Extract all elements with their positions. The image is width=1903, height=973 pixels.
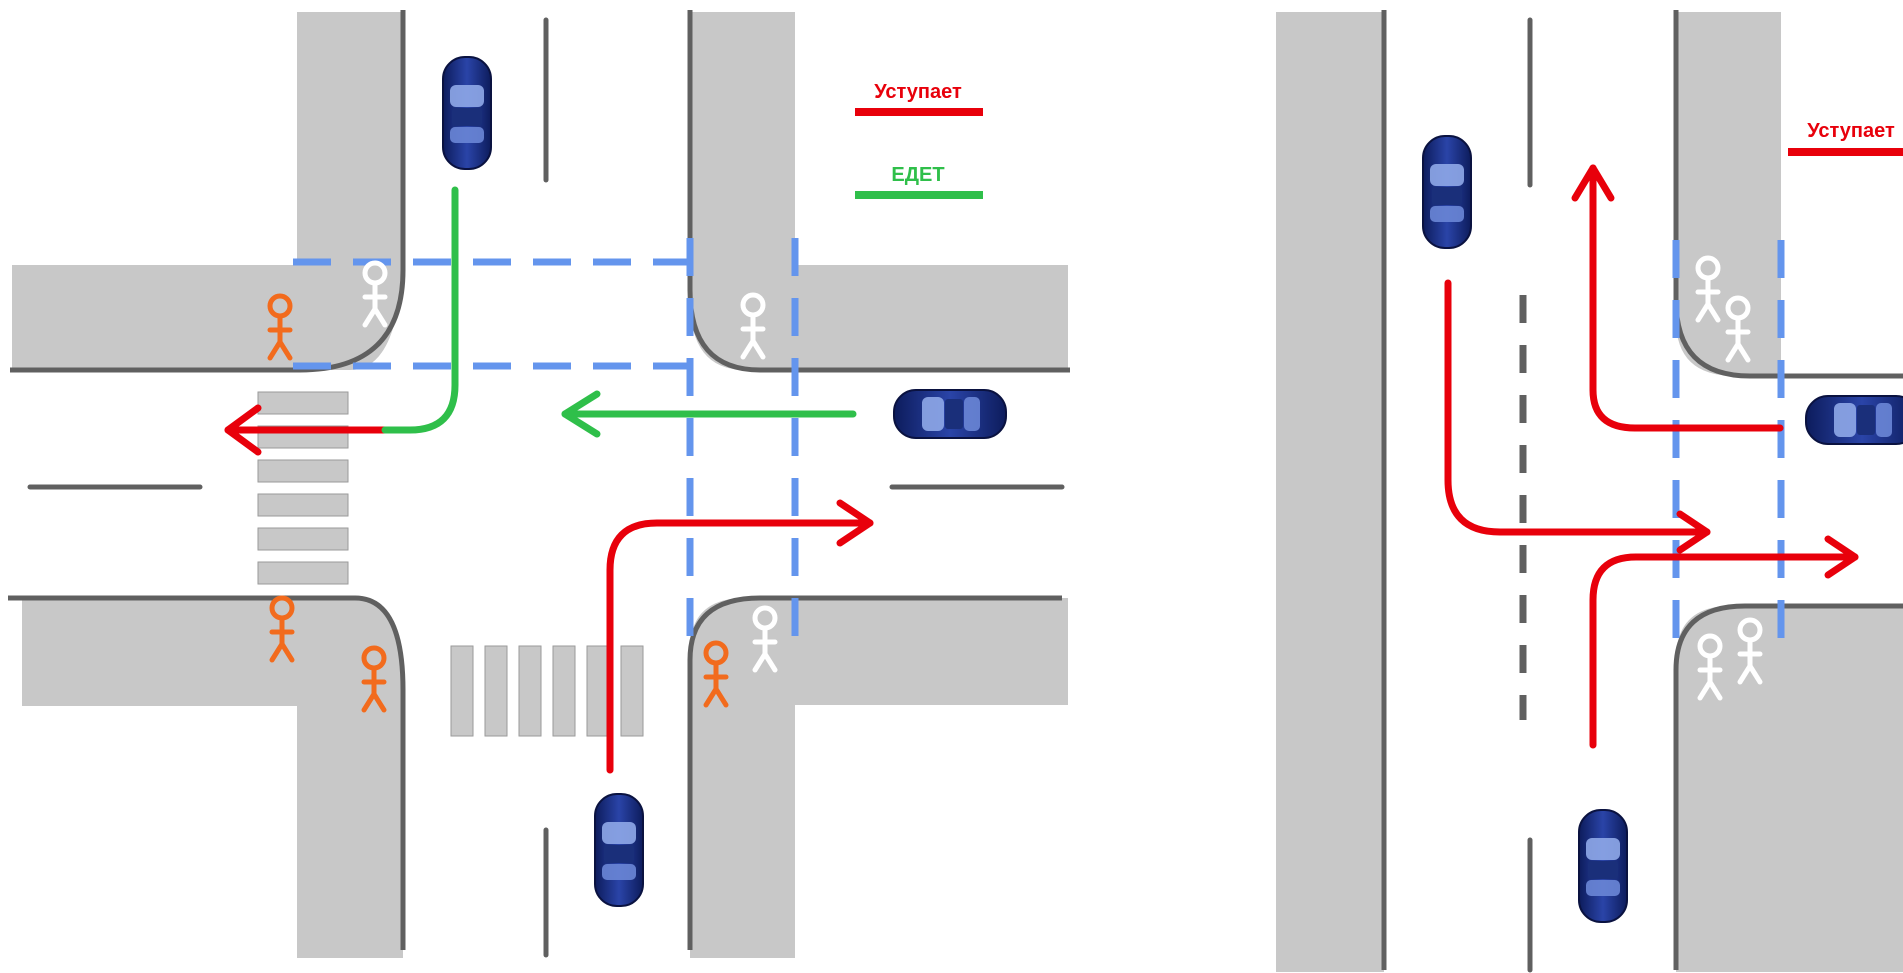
- crosswalk-boundaries-right: [1672, 240, 1785, 660]
- sidewalk-bottom-right: [687, 595, 1068, 958]
- legend-goes-label: ЕДЕТ: [891, 164, 944, 186]
- legend-yields-label: Уступает: [874, 81, 962, 103]
- legend: Уступает ЕДЕТ: [855, 81, 983, 199]
- legend-goes-swatch: [855, 191, 983, 199]
- legend-right-yields-swatch: [1788, 148, 1903, 156]
- car-icon: [594, 793, 644, 907]
- sidewalk-far-left: [1276, 10, 1387, 972]
- sidewalk-top-right: [687, 10, 1070, 373]
- sidewalk-bottom-left: [8, 595, 406, 958]
- red-arrow-bottom-car-right-turn-right: [1589, 535, 1859, 749]
- legend-yields-swatch: [855, 108, 983, 116]
- sidewalk-top-left: [10, 10, 406, 373]
- car-icon: [1422, 135, 1472, 249]
- car-icon: [1805, 395, 1903, 445]
- legend-right-yields-label: Уступает: [1807, 120, 1895, 142]
- red-arrow-right-car-up: [1571, 164, 1784, 432]
- sidewalk-right-bottom: [1673, 603, 1903, 972]
- green-arrow-right-car-straight: [561, 390, 857, 438]
- red-arrow-top-car-left-turn: [224, 404, 389, 456]
- zebra-crossing-west: [257, 391, 349, 585]
- crosswalk-boundaries: [293, 238, 799, 650]
- sidewalk-right-top: [1673, 10, 1903, 379]
- left-intersection: Уступает ЕДЕТ: [8, 10, 1070, 958]
- car-icon: [442, 56, 492, 170]
- right-intersection: Уступает: [1276, 10, 1903, 973]
- car-icon: [1578, 809, 1628, 923]
- green-arrow-top-car: [381, 186, 459, 434]
- red-arrow-top-car-left-turn-right: [1444, 279, 1711, 554]
- zebra-crossing-south: [450, 645, 644, 737]
- legend-right: Уступает: [1788, 120, 1903, 156]
- red-arrow-bottom-car-right-turn: [606, 499, 874, 774]
- lane-markings: [27, 17, 1065, 958]
- car-icon: [893, 389, 1007, 439]
